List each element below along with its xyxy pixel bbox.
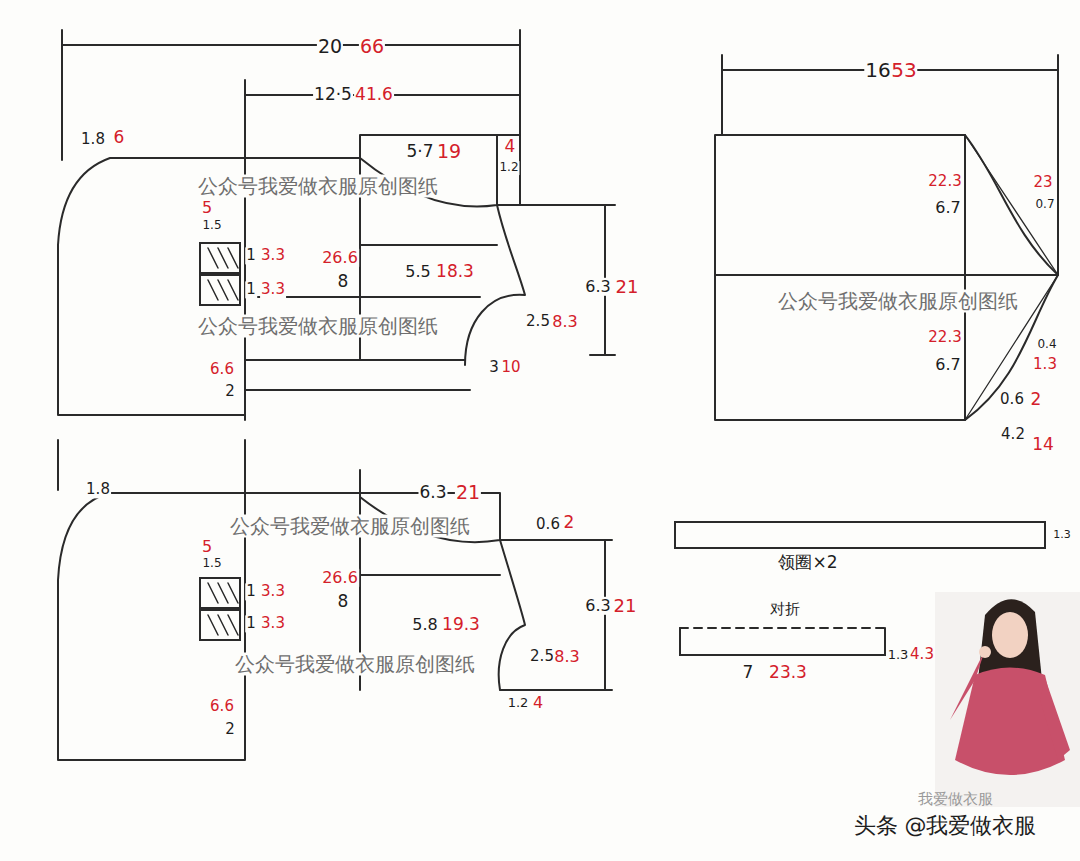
dimension: 16 [864, 59, 891, 82]
dimension: 1.5 [201, 557, 222, 571]
dimension: 3 [488, 359, 500, 376]
dimension: 8 [337, 592, 350, 612]
dimension: 6 [113, 128, 126, 148]
dimension: 41.6 [354, 85, 394, 105]
dimension: 53 [890, 59, 917, 82]
dimension: 2.5 [525, 313, 551, 330]
piece-name: 领圈×2 [777, 553, 838, 573]
dimension: 8.3 [551, 313, 578, 331]
dimension: 6.7 [934, 356, 961, 374]
dimension: 3.3 [260, 247, 286, 264]
dimension: 14 [1031, 435, 1055, 455]
dimension: 5.5 [404, 263, 431, 281]
dimension: 8 [337, 272, 350, 292]
dimension: 23 [1032, 174, 1053, 191]
dimension: 1.2 [498, 161, 519, 175]
watermark: 公众号我爱做衣服原创图纸 [234, 653, 476, 676]
dimension: 1.8 [85, 481, 111, 498]
dimension: 1.5 [201, 219, 222, 233]
watermark: 公众号我爱做衣服原创图纸 [229, 515, 471, 538]
dimension: 6.3 [418, 483, 447, 503]
dimension: 0.6 [535, 516, 561, 533]
dimension: 6.3 [584, 597, 611, 615]
dimension: 4.3 [909, 646, 935, 663]
dimension: 10 [500, 359, 521, 376]
dimension: 5 [201, 199, 213, 217]
dimension: 1.8 [80, 131, 106, 148]
dimension: 22.3 [927, 329, 962, 346]
dimension: 2 [224, 383, 236, 400]
dimension: 21 [615, 277, 640, 298]
dimension: 1.2 [507, 696, 530, 711]
dimension: 22.3 [927, 173, 962, 190]
dimension: 1 [245, 615, 257, 632]
dimension: 26.6 [321, 249, 359, 267]
dimension: 5.8 [411, 616, 438, 634]
watermark: 公众号我爱做衣服原创图纸 [777, 290, 1019, 313]
dimension: 3.3 [260, 615, 286, 632]
watermark: 我爱做衣服 [917, 791, 994, 808]
dimension: 3.3 [260, 583, 286, 600]
dimension: 2 [1030, 390, 1043, 410]
dimension: 18.3 [435, 262, 475, 282]
dimension: 1.3 [887, 648, 910, 663]
dimension: 1 [245, 247, 257, 264]
source-credit: 头条 @我爱做衣服 [853, 813, 1038, 838]
dimension: 0.6 [999, 391, 1025, 408]
dimension: 1 [245, 281, 257, 298]
dimension: 19.3 [441, 615, 481, 635]
dimension: 5 [201, 538, 213, 556]
dimension: 6.7 [934, 199, 961, 217]
fold-note: 对折 [769, 601, 801, 618]
dimension: 1.3 [1032, 356, 1058, 373]
dimension: 2 [563, 513, 576, 533]
dimension: 26.6 [321, 569, 359, 587]
dimension: 4 [532, 694, 544, 712]
dimension: 21 [455, 482, 481, 504]
dimension: 23.3 [768, 663, 808, 683]
model-photo [935, 592, 1080, 807]
dimension: 8.3 [553, 648, 580, 666]
dimension: 2.5 [529, 648, 555, 665]
dimension: 4 [504, 137, 517, 157]
dimension: 21 [613, 596, 638, 617]
dimension: 6.6 [209, 361, 235, 378]
dimension: 19 [436, 141, 462, 163]
watermark: 公众号我爱做衣服原创图纸 [197, 175, 439, 198]
dimension: 1 [245, 583, 257, 600]
dimension: 20 [317, 36, 343, 58]
dimension: 6.3 [584, 278, 611, 296]
dimension: 3.3 [260, 281, 286, 298]
dimension: 5·7 [405, 142, 434, 162]
watermark: 公众号我爱做衣服原创图纸 [197, 315, 439, 338]
dimension: 4.2 [1000, 426, 1026, 443]
dimension: 7 [742, 663, 755, 683]
dimension: 6.6 [209, 698, 235, 715]
dimension: 0.4 [1036, 338, 1057, 352]
dimension: 1.3 [1052, 529, 1072, 542]
dimension: 0.7 [1034, 198, 1055, 212]
dimension: 2 [224, 721, 236, 738]
dimension: 12·5 [313, 85, 353, 105]
dimension: 66 [359, 36, 385, 58]
